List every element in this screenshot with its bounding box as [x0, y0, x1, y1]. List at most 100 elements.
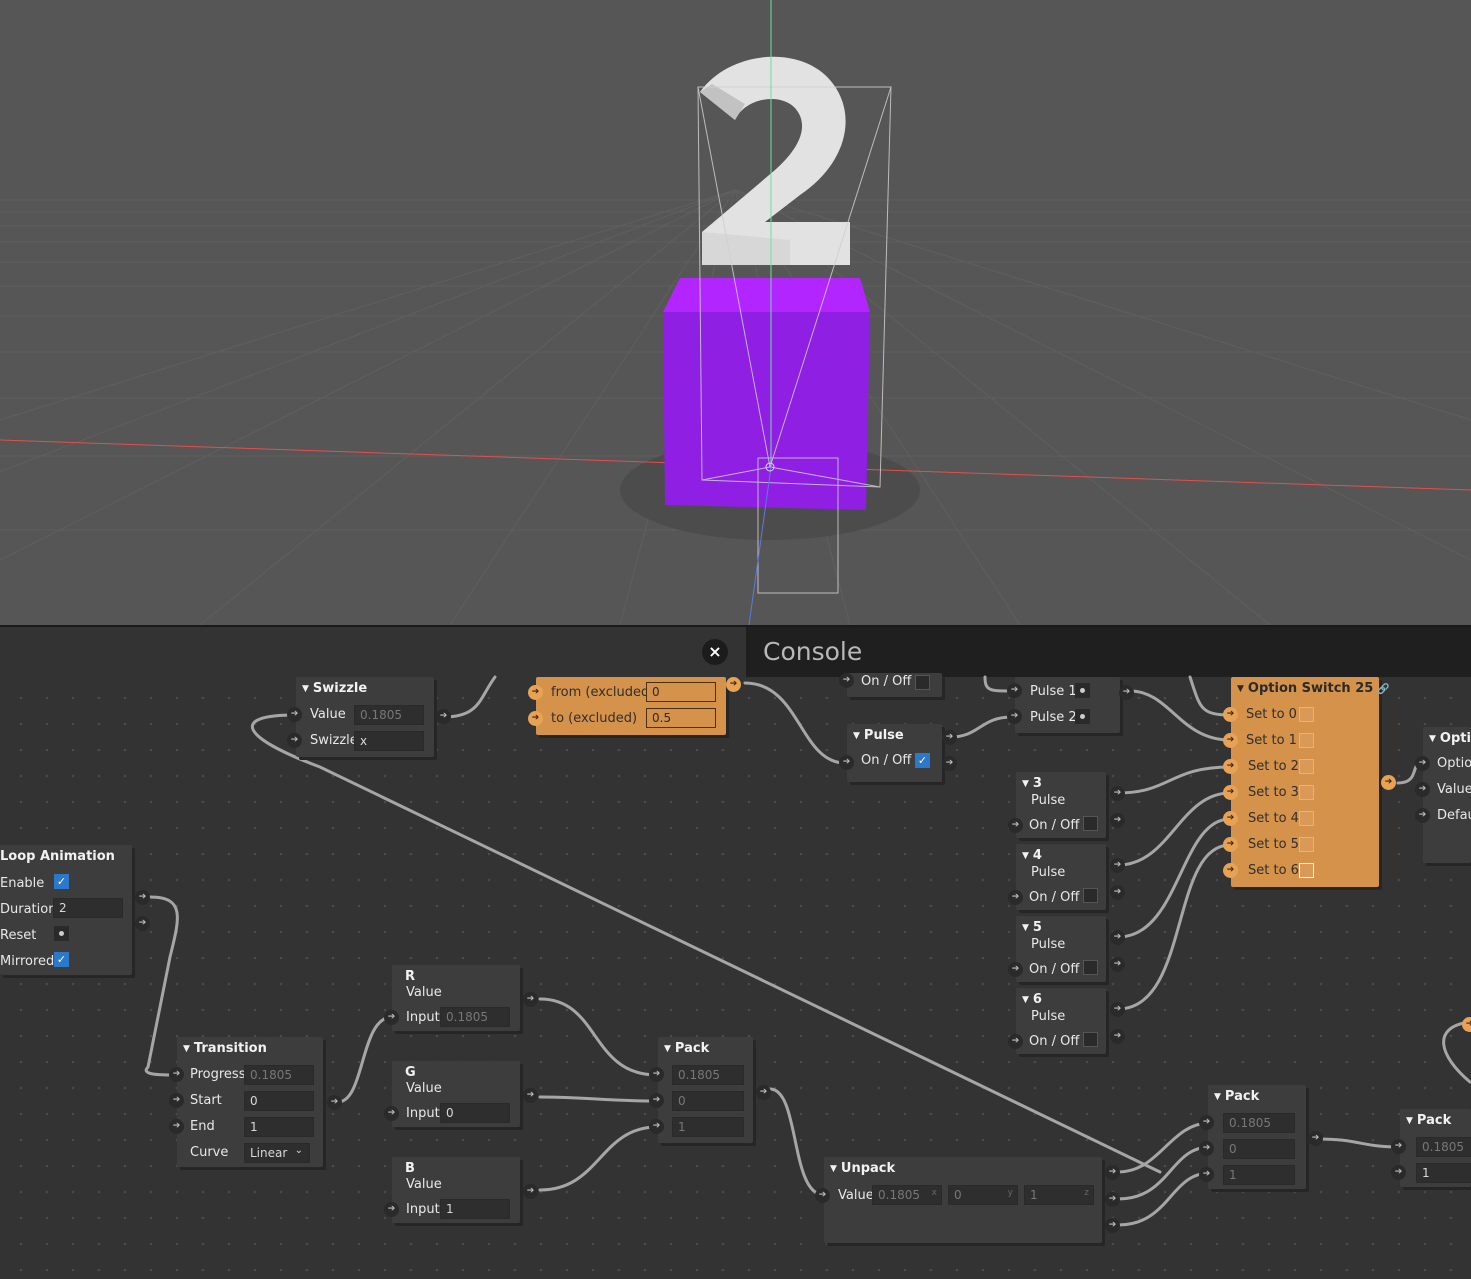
collapse-triangle-icon[interactable]: ▼ [183, 1044, 190, 1054]
collapse-triangle-icon[interactable]: ▼ [1022, 779, 1029, 789]
input-port-icon[interactable]: ➔ [1008, 1034, 1023, 1049]
output-port-icon[interactable]: ➔ [942, 730, 957, 745]
pulse1-indicator[interactable] [1075, 683, 1090, 698]
input-port-icon[interactable]: ➔ [528, 685, 543, 700]
input-port-icon[interactable]: ➔ [528, 711, 543, 726]
input-port-icon[interactable]: ➔ [1391, 1139, 1406, 1154]
mirrored-checkbox[interactable]: ✓ [54, 952, 69, 967]
pack-z-field[interactable]: 1 [1223, 1165, 1295, 1185]
g-input-field[interactable]: 0 [440, 1103, 510, 1123]
output-port-icon[interactable]: ➔ [1119, 685, 1134, 700]
output-port-icon[interactable]: ➔ [1110, 813, 1125, 828]
end-field[interactable]: 1 [244, 1117, 314, 1137]
collapse-triangle-icon[interactable]: ▼ [302, 684, 309, 694]
input-port-icon[interactable]: ➔ [1223, 785, 1238, 800]
output-port-icon[interactable]: ➔ [523, 992, 538, 1007]
onoff-checkbox[interactable] [1083, 960, 1098, 975]
onoff-checkbox[interactable]: ✓ [915, 753, 930, 768]
collapse-triangle-icon[interactable]: ▼ [1406, 1116, 1413, 1126]
set-to-5-checkbox[interactable] [1299, 837, 1314, 852]
b-value-node[interactable]: B Value ➔ Input 1 ➔ [384, 1157, 538, 1223]
pulse-outputs-node[interactable]: ➔ Pulse 1 ➔ Pulse 2 ➔ [1007, 677, 1134, 733]
pack-y-field[interactable]: 0 [672, 1091, 744, 1111]
input-port-icon[interactable]: ➔ [1415, 808, 1430, 823]
output-port-icon[interactable]: ➔ [1105, 1218, 1120, 1233]
collapse-triangle-icon[interactable]: ▼ [853, 731, 860, 741]
pack-node-1[interactable]: ▼Pack ➔ 0.1805 ➔ 0 ➔ 1 ➔ [649, 1037, 771, 1143]
pack-x-field[interactable]: 0.1805 [672, 1065, 744, 1085]
g-value-node[interactable]: G Value ➔ Input 0 ➔ [384, 1061, 538, 1127]
input-port-icon[interactable]: ➔ [1199, 1141, 1214, 1156]
output-port-icon[interactable]: ➔ [135, 916, 150, 931]
output-port-icon[interactable]: ➔ [942, 756, 957, 771]
onoff-checkbox[interactable] [915, 675, 930, 690]
input-port-icon[interactable]: ➔ [1223, 707, 1238, 722]
output-port-icon[interactable]: ➔ [1110, 858, 1125, 873]
pulse-6-node[interactable]: ▼6 Pulse ➔ On / Off ➔ ➔ [1008, 988, 1125, 1054]
pack-z-field[interactable]: 1 [672, 1117, 744, 1137]
input-port-icon[interactable]: ➔ [169, 1119, 184, 1134]
scene-viewport[interactable] [0, 0, 1471, 625]
input-port-icon[interactable]: ➔ [384, 1106, 399, 1121]
collapse-triangle-icon[interactable]: ▼ [1022, 995, 1029, 1005]
output-port-icon[interactable]: ➔ [1462, 1017, 1471, 1032]
input-port-icon[interactable]: ➔ [839, 755, 854, 770]
output-port-icon[interactable]: ➔ [1381, 775, 1396, 790]
pulse2-indicator[interactable] [1075, 709, 1090, 724]
node-graph[interactable]: × Console [0, 627, 1471, 1279]
input-port-icon[interactable]: ➔ [169, 1093, 184, 1108]
collapse-triangle-icon[interactable]: ▼ [830, 1164, 837, 1174]
output-port-icon[interactable]: ➔ [1308, 1131, 1323, 1146]
input-port-icon[interactable]: ➔ [287, 733, 302, 748]
input-port-icon[interactable]: ➔ [1199, 1115, 1214, 1130]
output-port-icon[interactable]: ➔ [1110, 930, 1125, 945]
progress-field[interactable]: 0.1805 [244, 1065, 314, 1085]
onoff-top-node[interactable]: ➔ On / Off [839, 673, 942, 697]
input-port-icon[interactable]: ➔ [1223, 733, 1238, 748]
pack-y-field[interactable]: 1 [1416, 1163, 1471, 1183]
pack-x-field[interactable]: 0.1805 [1416, 1137, 1471, 1157]
input-port-icon[interactable]: ➔ [1415, 782, 1430, 797]
link-icon[interactable]: 🔗 [1377, 684, 1390, 695]
output-port-icon[interactable]: ➔ [756, 1085, 771, 1100]
input-port-icon[interactable]: ➔ [1415, 756, 1430, 771]
input-port-icon[interactable]: ➔ [1007, 683, 1022, 698]
b-input-field[interactable]: 1 [440, 1199, 510, 1219]
curve-select[interactable]: Linear⌄ [244, 1143, 310, 1163]
pulse-5-node[interactable]: ▼5 Pulse ➔ On / Off ➔ ➔ [1008, 916, 1125, 982]
set-to-3-checkbox[interactable] [1299, 785, 1314, 800]
input-port-icon[interactable]: ➔ [384, 1010, 399, 1025]
onoff-checkbox[interactable] [1083, 1032, 1098, 1047]
swizzle-node[interactable]: ▼Swizzle ➔ Value 0.1805 ➔ Swizzle x ➔ [287, 677, 451, 757]
onoff-checkbox[interactable] [1083, 888, 1098, 903]
r-value-node[interactable]: R Value ➔ Input 0.1805 ➔ [384, 965, 538, 1031]
option-node-partial[interactable]: ▼Optic ➔ Optio ➔ Value ➔ Defau [1415, 727, 1471, 863]
from-field[interactable]: 0 [646, 682, 716, 702]
range-node[interactable]: ➔ from (excluded) 0 ➔ to (excluded) 0.5 … [528, 677, 741, 735]
collapse-triangle-icon[interactable]: ▼ [1214, 1092, 1221, 1102]
set-to-2-checkbox[interactable] [1299, 759, 1314, 774]
output-port-icon[interactable]: ➔ [523, 1088, 538, 1103]
set-to-6-checkbox[interactable] [1299, 863, 1314, 878]
set-to-0-checkbox[interactable] [1299, 707, 1314, 722]
input-port-icon[interactable]: ➔ [384, 1202, 399, 1217]
set-to-1-checkbox[interactable] [1299, 733, 1314, 748]
output-port-icon[interactable]: ➔ [1105, 1192, 1120, 1207]
input-port-icon[interactable]: ➔ [1008, 890, 1023, 905]
input-port-icon[interactable]: ➔ [169, 1067, 184, 1082]
output-port-icon[interactable]: ➔ [1110, 1029, 1125, 1044]
input-port-icon[interactable]: ➔ [649, 1119, 664, 1134]
output-port-icon[interactable]: ➔ [327, 1095, 342, 1110]
output-port-icon[interactable]: ➔ [135, 890, 150, 905]
duration-field[interactable]: 2 [53, 898, 123, 918]
swizzle-value-field[interactable]: 0.1805 [354, 705, 424, 725]
to-field[interactable]: 0.5 [646, 708, 716, 728]
pack-node-2[interactable]: ▼Pack ➔ 0.1805 ➔ 0 ➔ 1 ➔ [1199, 1085, 1323, 1189]
pack-x-field[interactable]: 0.1805 [1223, 1113, 1295, 1133]
output-port-icon[interactable]: ➔ [436, 709, 451, 724]
output-port-icon[interactable]: ➔ [1110, 1002, 1125, 1017]
